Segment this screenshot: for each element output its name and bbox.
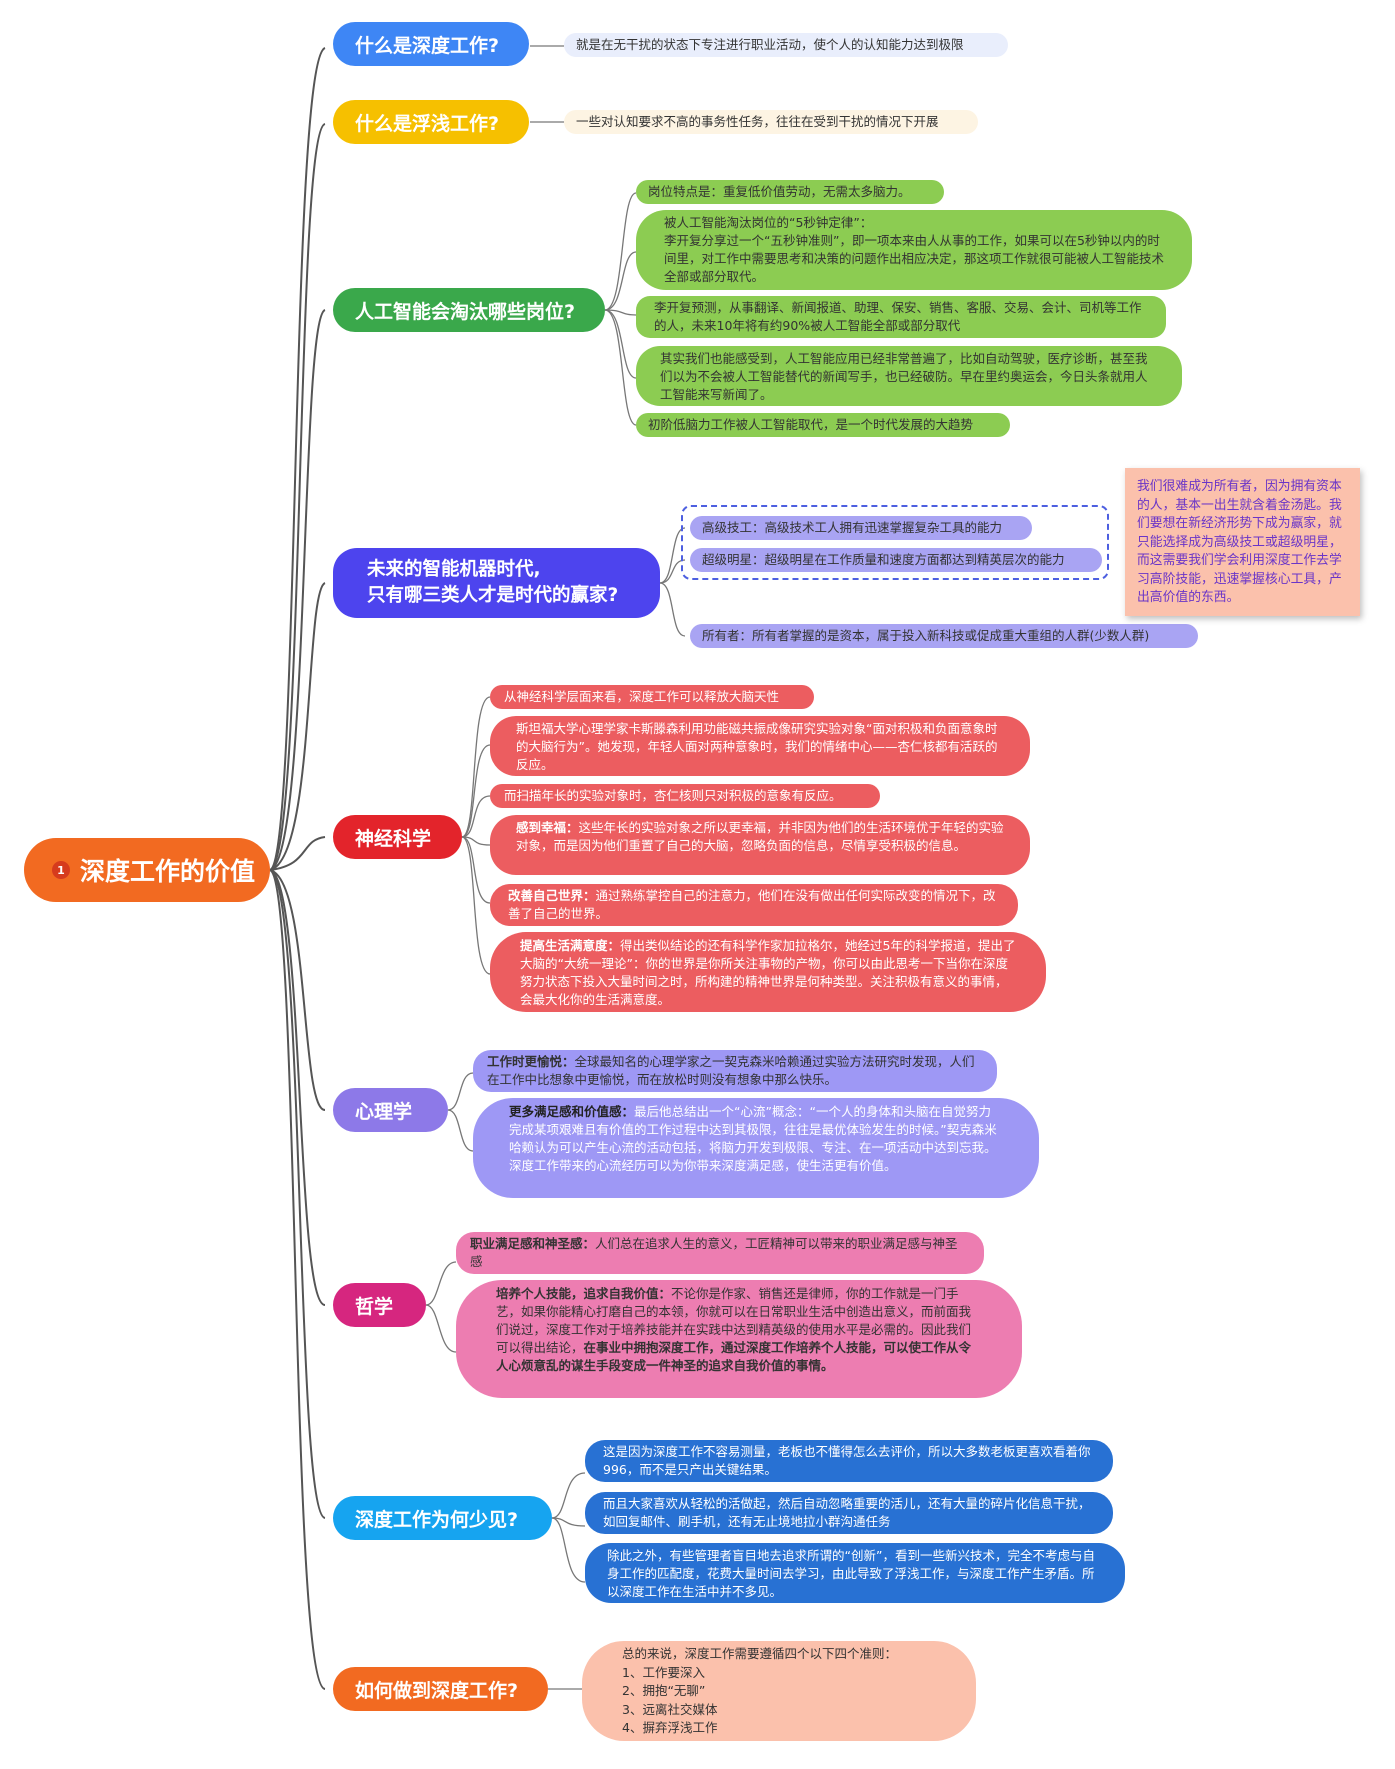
leaf-ai-trend[interactable]: 初阶低脑力工作被人工智能取代，是一个时代发展的大趋势 xyxy=(636,413,1010,437)
leaf-owner[interactable]: 所有者：所有者掌握的是资本，属于投入新科技或促成重大重组的人群(少数人群) xyxy=(690,624,1198,648)
branch-label: 未来的智能机器时代, 只有哪三类人才是时代的赢家? xyxy=(367,559,619,606)
branch-what-is-shallow-work[interactable]: 什么是浮浅工作? xyxy=(333,100,529,144)
root-title: 深度工作的价值 xyxy=(80,857,256,886)
leaf-deep-work-definition[interactable]: 就是在无干扰的状态下专注进行职业活动，使个人的认知能力达到极限 xyxy=(564,33,1008,57)
branch-psychology[interactable]: 心理学 xyxy=(333,1088,448,1132)
leaf-text: 而扫描年长的实验对象时，杏仁核则只对积极的意象有反应。 xyxy=(504,788,842,803)
leaf-job-characteristics[interactable]: 岗位特点是：重复低价值劳动，无需太多脑力。 xyxy=(636,180,944,204)
leaf-lead: 感到幸福： xyxy=(516,820,579,835)
branch-label: 什么是深度工作? xyxy=(355,34,500,57)
branch-label: 什么是浮浅工作? xyxy=(355,112,500,135)
branch-neuroscience[interactable]: 神经科学 xyxy=(333,815,462,859)
leaf-release-brain-nature[interactable]: 从神经科学层面来看，深度工作可以释放大脑天性 xyxy=(490,685,814,709)
leaf-life-satisfaction[interactable]: 提高生活满意度：得出类似结论的还有科学作家加拉格尔，她经过5年的科学报道，提出了… xyxy=(490,932,1046,1012)
leaf-older-subjects[interactable]: 而扫描年长的实验对象时，杏仁核则只对积极的意象有反应。 xyxy=(490,784,880,808)
leaf-text: 人们总在追求人生的意义，工匠精神可以带来的职业满足感与神圣感 xyxy=(470,1236,958,1269)
branch-philosophy[interactable]: 哲学 xyxy=(333,1283,426,1327)
leaf-shallow-work-definition[interactable]: 一些对认知要求不高的事务性任务，往往在受到干扰的情况下开展 xyxy=(564,110,978,134)
leaf-happier-at-work[interactable]: 工作时更愉悦：全球最知名的心理学家之一契克森米哈赖通过实验方法研究时发现，人们在… xyxy=(473,1050,997,1092)
branch-ai-eliminates-jobs[interactable]: 人工智能会淘汰哪些岗位? xyxy=(333,288,605,332)
leaf-flow-satisfaction[interactable]: 更多满足感和价值感：最后他总结出一个“心流”概念：“一个人的身体和头脑在自觉努力… xyxy=(473,1098,1039,1198)
branch-winners-of-ai-era[interactable]: 未来的智能机器时代, 只有哪三类人才是时代的赢家? xyxy=(333,548,660,618)
leaf-lead: 工作时更愉悦： xyxy=(487,1054,575,1069)
leaf-ai-applications[interactable]: 其实我们也能感受到，人工智能应用已经非常普遍了，比如自动驾驶，医疗诊断，甚至我们… xyxy=(636,346,1182,406)
leaf-text: 全球最知名的心理学家之一契克森米哈赖通过实验方法研究时发现，人们在工作中比想象中… xyxy=(487,1054,975,1087)
leaf-career-satisfaction[interactable]: 职业满足感和神圣感：人们总在追求人生的意义，工匠精神可以带来的职业满足感与神圣感 xyxy=(456,1232,984,1274)
branch-label: 深度工作为何少见? xyxy=(355,1508,519,1531)
branch-why-deep-work-rare[interactable]: 深度工作为何少见? xyxy=(333,1496,552,1540)
comment-note[interactable]: 我们很难成为所有者，因为拥有资本的人，基本一出生就含着金汤匙。我们要想在新经济形… xyxy=(1125,468,1360,616)
leaf-blind-innovation[interactable]: 除此之外，有些管理者盲目地去追求所谓的“创新”，看到一些新兴技术，完全不考虑与自… xyxy=(585,1543,1125,1603)
leaf-kai-fu-lee-prediction[interactable]: 李开复预测，从事翻译、新闻报道、助理、保安、销售、客服、交易、会计、司机等工作的… xyxy=(636,296,1166,338)
leaf-feel-happiness[interactable]: 感到幸福：这些年长的实验对象之所以更幸福，并非因为他们的生活环境优于年轻的实验对… xyxy=(490,815,1030,875)
branch-what-is-deep-work[interactable]: 什么是深度工作? xyxy=(333,22,529,66)
leaf-text: 不论你是作家、销售还是律师，你的工作就是一门手艺，如果你能精心打磨自己的本领，你… xyxy=(496,1286,972,1355)
leaf-text: 最后他总结出一个“心流”概念：“一个人的身体和头脑在自觉努力完成某项艰难且有价值… xyxy=(509,1104,997,1173)
leaf-hard-to-measure[interactable]: 这是因为深度工作不容易测量，老板也不懂得怎么去评价，所以大多数老板更喜欢看着你9… xyxy=(585,1440,1113,1482)
leaf-prefer-easy-tasks[interactable]: 而且大家喜欢从轻松的活做起，然后自动忽略重要的活儿，还有大量的碎片化信息干扰，如… xyxy=(585,1492,1113,1534)
leaf-lead: 职业满足感和神圣感： xyxy=(470,1236,596,1251)
leaf-text: 得出类似结论的还有科学作家加拉格尔，她经过5年的科学报道，提出了大脑的“大统一理… xyxy=(520,938,1016,1007)
leaf-improve-own-world[interactable]: 改善自己世界：通过熟练掌控自己的注意力，他们在没有做出任何实际改变的情况下，改善… xyxy=(490,884,1018,926)
branch-label: 心理学 xyxy=(355,1100,413,1123)
leaf-carstensen-study[interactable]: 斯坦福大学心理学家卡斯滕森利用功能磁共振成像研究实验对象“面对积极和负面意象时的… xyxy=(490,716,1030,776)
leaf-lead: 提高生活满意度： xyxy=(520,938,621,953)
leaf-lead: 更多满足感和价值感： xyxy=(509,1104,635,1119)
selection-box xyxy=(681,505,1109,580)
leaf-lead: 改善自己世界： xyxy=(508,888,596,903)
priority-badge: 1 xyxy=(52,861,70,879)
root-node[interactable]: 1 深度工作的价值 xyxy=(24,838,270,902)
leaf-text: 斯坦福大学心理学家卡斯滕森利用功能磁共振成像研究实验对象“面对积极和负面意象时的… xyxy=(516,721,998,772)
leaf-text: 通过熟练掌控自己的注意力，他们在没有做出任何实际改变的情况下，改善了自己的世界。 xyxy=(508,888,996,921)
leaf-senior-technician[interactable]: 高级技工：高级技术工人拥有迅速掌握复杂工具的能力 xyxy=(690,516,1032,540)
leaf-text: 这些年长的实验对象之所以更幸福，并非因为他们的生活环境优于年轻的实验对象，而是因… xyxy=(516,820,1004,853)
branch-label: 如何做到深度工作? xyxy=(355,1679,519,1702)
branch-label: 神经科学 xyxy=(355,827,432,850)
branch-label: 哲学 xyxy=(355,1295,394,1318)
leaf-five-second-rule[interactable]: 被人工智能淘汰岗位的“5秒钟定律”： 李开复分享过一个“五秒钟准则”，即一项本来… xyxy=(636,210,1192,290)
leaf-tail: 在事业中拥抱深度工作，通过深度工作培养个人技能，可以使工作从令人心烦意乱的谋生手… xyxy=(496,1340,972,1373)
leaf-superstar[interactable]: 超级明星：超级明星在工作质量和速度方面都达到精英层次的能力 xyxy=(690,548,1102,572)
leaf-four-rules[interactable]: 总的来说，深度工作需要遵循四个以下四个准则： 1、工作要深入 2、拥抱“无聊” … xyxy=(582,1641,976,1741)
branch-how-to-deep-work[interactable]: 如何做到深度工作? xyxy=(333,1667,548,1711)
branch-label: 人工智能会淘汰哪些岗位? xyxy=(355,300,576,323)
leaf-cultivate-skills[interactable]: 培养个人技能，追求自我价值：不论你是作家、销售还是律师，你的工作就是一门手艺，如… xyxy=(456,1280,1022,1398)
leaf-text: 从神经科学层面来看，深度工作可以释放大脑天性 xyxy=(504,689,780,704)
leaf-lead: 培养个人技能，追求自我价值： xyxy=(496,1286,672,1301)
